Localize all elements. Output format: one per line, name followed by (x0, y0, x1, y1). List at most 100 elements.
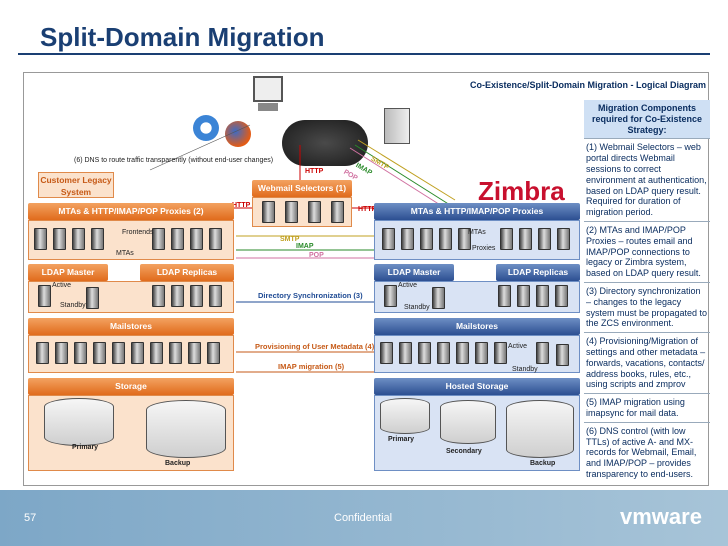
side-panel-header: Migration Components required for Co-Exi… (584, 100, 710, 139)
server-icon (475, 342, 488, 364)
server-icon (34, 228, 47, 250)
server-icon (171, 285, 184, 307)
server-icon (432, 287, 445, 309)
server-icon (190, 228, 203, 250)
zimbra-mta-servers (382, 228, 471, 250)
server-icon (380, 342, 393, 364)
zimbra-storage-bar: Hosted Storage (374, 378, 580, 395)
server-icon (38, 285, 51, 307)
pop-line-diag (349, 147, 446, 209)
zimbra-ms-active: Active (508, 343, 528, 350)
title-rule (18, 53, 710, 55)
http-label-left: HTTP (232, 202, 251, 209)
server-icon (86, 287, 99, 309)
server-icon (152, 228, 165, 250)
server-icon (112, 342, 125, 364)
dns-note: (6) DNS to route traffic transparently (… (74, 157, 274, 164)
server-icon (437, 342, 450, 364)
legacy-backup-label: Backup (165, 460, 191, 467)
http-label-top: HTTP (305, 168, 324, 175)
zimbra-mailstore-servers (380, 342, 507, 364)
http-label-right: HTTP (358, 206, 377, 213)
remote-server-icon (384, 108, 410, 144)
zimbra-primary-label: Primary (388, 436, 415, 443)
server-icon (456, 342, 469, 364)
server-icon (55, 342, 68, 364)
server-icon (331, 201, 344, 223)
server-icon (171, 228, 184, 250)
client-keyboard-icon (258, 103, 278, 111)
server-icon (384, 285, 397, 307)
server-icon (285, 201, 298, 223)
internet-cloud-icon (282, 120, 368, 166)
server-icon (190, 285, 203, 307)
legacy-backup-storage (146, 400, 226, 458)
server-icon (72, 228, 85, 250)
legacy-ldap-replica-servers (152, 285, 222, 307)
server-icon (519, 228, 532, 250)
legacy-ldap-master-bar: LDAP Master (28, 264, 108, 281)
server-icon (420, 228, 433, 250)
server-icon (53, 228, 66, 250)
server-icon (536, 285, 549, 307)
zimbra-ldap-master-bar: LDAP Master (374, 264, 454, 281)
side-panel: Migration Components required for Co-Exi… (584, 100, 710, 483)
vmware-logo: vmware (620, 504, 702, 529)
legacy-storage-bar: Storage (28, 378, 234, 395)
provisioning-label: Provisioning of User Metadata (4) (255, 342, 375, 351)
dns-line (149, 124, 251, 171)
zimbra-backup-storage (506, 400, 574, 458)
legacy-primary-storage (44, 398, 114, 446)
server-icon (382, 228, 395, 250)
server-icon (36, 342, 49, 364)
server-icon (131, 342, 144, 364)
page-number: 57 (24, 512, 37, 524)
imap-line-diag (354, 144, 451, 206)
zimbra-ldap-active: Active (398, 282, 418, 289)
diagram-caption: Co-Existence/Split-Domain Migration - Lo… (469, 80, 706, 90)
server-icon (209, 228, 222, 250)
server-icon (458, 228, 471, 250)
server-icon (399, 342, 412, 364)
legacy-mta-servers (34, 228, 104, 250)
server-icon (401, 228, 414, 250)
side-item-2: (2) MTAs and IMAP/POP Proxies – routes e… (584, 220, 710, 282)
customer-legacy-label: Customer Legacy System (38, 172, 114, 198)
zimbra-primary-storage (380, 398, 430, 434)
server-icon (91, 228, 104, 250)
server-icon (169, 342, 182, 364)
side-item-1: (1) Webmail Selectors – web portal direc… (584, 138, 710, 221)
confidential-label: Confidential (334, 512, 393, 524)
server-icon (439, 228, 452, 250)
server-icon (556, 344, 569, 366)
zimbra-ldap-replica-servers (498, 285, 568, 307)
smtp-label: SMTP (280, 236, 300, 243)
legacy-proxies-bar: MTAs & HTTP/IMAP/POP Proxies (2) (28, 203, 234, 220)
server-icon (536, 342, 549, 364)
zimbra-proxy-servers (500, 228, 570, 250)
zimbra-ldap-replicas-bar: LDAP Replicas (496, 264, 580, 281)
legacy-ldap-replicas-bar: LDAP Replicas (140, 264, 234, 281)
side-item-6: (6) DNS control (with low TTLs) of activ… (584, 421, 710, 483)
footer: 57 Confidential vmware (0, 490, 728, 546)
legacy-mailstores-bar: Mailstores (28, 318, 234, 335)
server-icon (418, 342, 431, 364)
smtp-line-diag (357, 139, 456, 201)
server-icon (557, 228, 570, 250)
legacy-primary-label: Primary (72, 444, 99, 451)
page-title: Split-Domain Migration (40, 22, 325, 52)
legacy-frontend-servers (152, 228, 222, 250)
client-computer-icon (253, 76, 283, 102)
webmail-servers (262, 201, 344, 223)
server-icon (308, 201, 321, 223)
diagram-frame (23, 72, 709, 486)
server-icon (555, 285, 568, 307)
zimbra-mtas-label: MTAs (468, 229, 486, 236)
webmail-selectors-bar: Webmail Selectors (1) (252, 180, 352, 197)
server-icon (152, 285, 165, 307)
dir-sync-label: Directory Synchronization (3) (258, 291, 363, 300)
zimbra-mailstores-bar: Mailstores (374, 318, 580, 335)
zimbra-ldap-standby: Standby (404, 304, 430, 311)
server-icon (209, 285, 222, 307)
